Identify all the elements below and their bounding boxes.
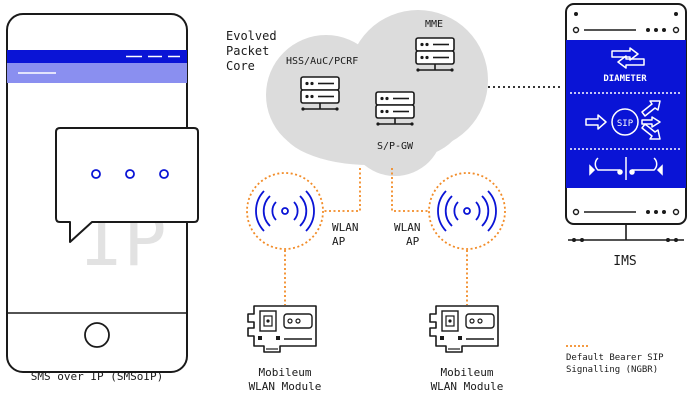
epc-title-line-1: Evolved bbox=[226, 29, 277, 43]
gw-label: S/P-GW bbox=[377, 141, 414, 152]
epc-title-line-3: Core bbox=[226, 59, 255, 73]
wlan-ap-1 bbox=[246, 172, 324, 250]
wlan-module-1-icon bbox=[247, 305, 317, 353]
epc-title-line-2: Packet bbox=[226, 44, 269, 58]
path-gw-to-ap2 bbox=[391, 168, 428, 212]
wlan-module-2-icon bbox=[429, 305, 499, 353]
typing-dot bbox=[125, 169, 135, 179]
module-1-label-line-2: WLAN Module bbox=[249, 380, 322, 393]
phone-status-bar bbox=[7, 50, 187, 63]
diameter-label: DIAMETER bbox=[603, 74, 647, 84]
ap-2-label-line-2: AP bbox=[406, 235, 420, 248]
module-2-label-line-2: WLAN Module bbox=[431, 380, 504, 393]
rtp-arrows-icon bbox=[589, 157, 663, 180]
ap-1-label-line-2: AP bbox=[332, 235, 346, 248]
phone-home-button[interactable] bbox=[84, 322, 110, 348]
smartphone: IP bbox=[6, 13, 199, 373]
sip-routing-icon bbox=[585, 100, 661, 140]
chat-bubble bbox=[55, 127, 199, 243]
module-2-label-line-1: Mobileum bbox=[441, 366, 494, 379]
legend-line-1: Default Bearer SIP bbox=[566, 353, 664, 363]
diameter-arrows-icon bbox=[611, 47, 645, 69]
path-gw-to-ap1 bbox=[323, 168, 361, 212]
typing-dot bbox=[159, 169, 169, 179]
ims-server: SIP bbox=[565, 3, 687, 242]
ims-caption: IMS bbox=[613, 254, 636, 269]
mme-label: MME bbox=[425, 19, 443, 30]
hss-label: HSS/AuC/PCRF bbox=[286, 56, 358, 67]
ap-2-label-line-1: WLAN bbox=[394, 221, 421, 234]
module-1-label-line-1: Mobileum bbox=[259, 366, 312, 379]
wlan-ap-2 bbox=[428, 172, 506, 250]
epc-cloud bbox=[266, 10, 488, 176]
legend-line-2: Signalling (NGBR) bbox=[566, 365, 658, 375]
signalling-paths bbox=[284, 168, 468, 305]
ap-1-label-line-1: WLAN bbox=[332, 221, 359, 234]
phone-app-bar bbox=[7, 63, 187, 83]
rtp-label: RTP/RTCP bbox=[603, 189, 647, 199]
phone-caption: SMS over IP (SMSoIP) bbox=[31, 370, 163, 383]
typing-dot bbox=[91, 169, 101, 179]
sip-label: SIP bbox=[617, 119, 634, 129]
